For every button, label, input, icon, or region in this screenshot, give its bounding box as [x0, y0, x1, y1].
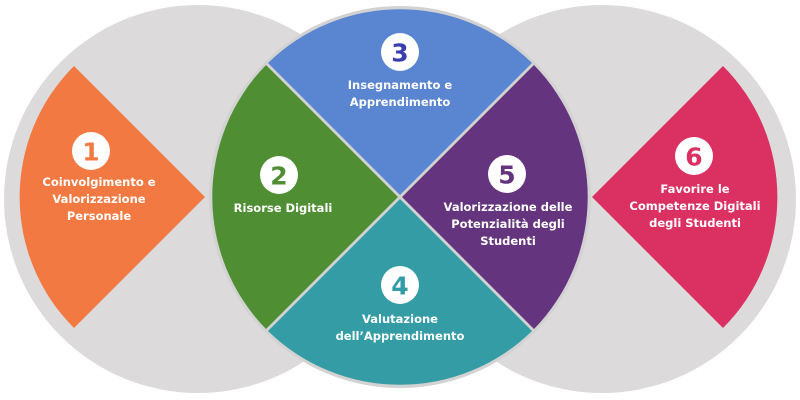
- area-4-badge: 4: [381, 266, 419, 304]
- area-5-label-line: Potenzialità degli: [451, 217, 565, 231]
- area-2-label-line: Risorse Digitali: [234, 201, 333, 215]
- area-1-label-line: Valorizzazione: [52, 192, 145, 206]
- area-6-label-line: degli Studenti: [649, 216, 741, 230]
- area-6-number: 6: [685, 143, 702, 172]
- area-6-label-line: Favorire le: [660, 182, 729, 196]
- area-5-label: Valorizzazione delle Potenzialità degli …: [444, 200, 573, 248]
- area-4-label-line: Valutazione: [362, 312, 438, 326]
- area-3-number: 3: [391, 39, 408, 68]
- area-5-number: 5: [498, 161, 515, 190]
- area-5-label-line: Valorizzazione delle: [444, 200, 573, 214]
- area-3-label-line: Apprendimento: [350, 95, 451, 109]
- area-2-sector[interactable]: [212, 65, 398, 329]
- area-3-label-line: Insegnamento e: [348, 78, 453, 92]
- area-6-sector[interactable]: [592, 66, 778, 328]
- area-1-number: 1: [82, 138, 99, 167]
- area-6-badge: 6: [675, 137, 713, 175]
- area-3-badge: 3: [381, 33, 419, 71]
- area-2-badge: 2: [260, 156, 298, 194]
- area-1-label-line: Personale: [67, 209, 132, 223]
- area-3-label: Insegnamento e Apprendimento: [348, 78, 453, 109]
- area-6-label: Favorire le Competenze Digitali degli St…: [629, 182, 760, 230]
- area-5-label-line: Studenti: [480, 234, 536, 248]
- area-5-badge: 5: [488, 155, 526, 193]
- area-4-number: 4: [391, 272, 408, 301]
- area-4-label: Valutazione dell’Apprendimento: [336, 312, 465, 343]
- area-4-label-line: dell’Apprendimento: [336, 329, 465, 343]
- central-circle-divider-bg: [209, 6, 591, 388]
- area-5-sector[interactable]: [402, 65, 588, 329]
- area-2-number: 2: [270, 162, 287, 191]
- area-1-badge: 1: [72, 132, 110, 170]
- area-1-label: Coinvolgimento e Valorizzazione Personal…: [42, 175, 155, 223]
- area-1-sector[interactable]: [19, 66, 205, 328]
- area-1-label-line: Coinvolgimento e: [42, 175, 155, 189]
- area-6-label-line: Competenze Digitali: [629, 199, 760, 213]
- area-2-label: Risorse Digitali: [234, 201, 333, 215]
- area-3-sector[interactable]: [268, 9, 532, 196]
